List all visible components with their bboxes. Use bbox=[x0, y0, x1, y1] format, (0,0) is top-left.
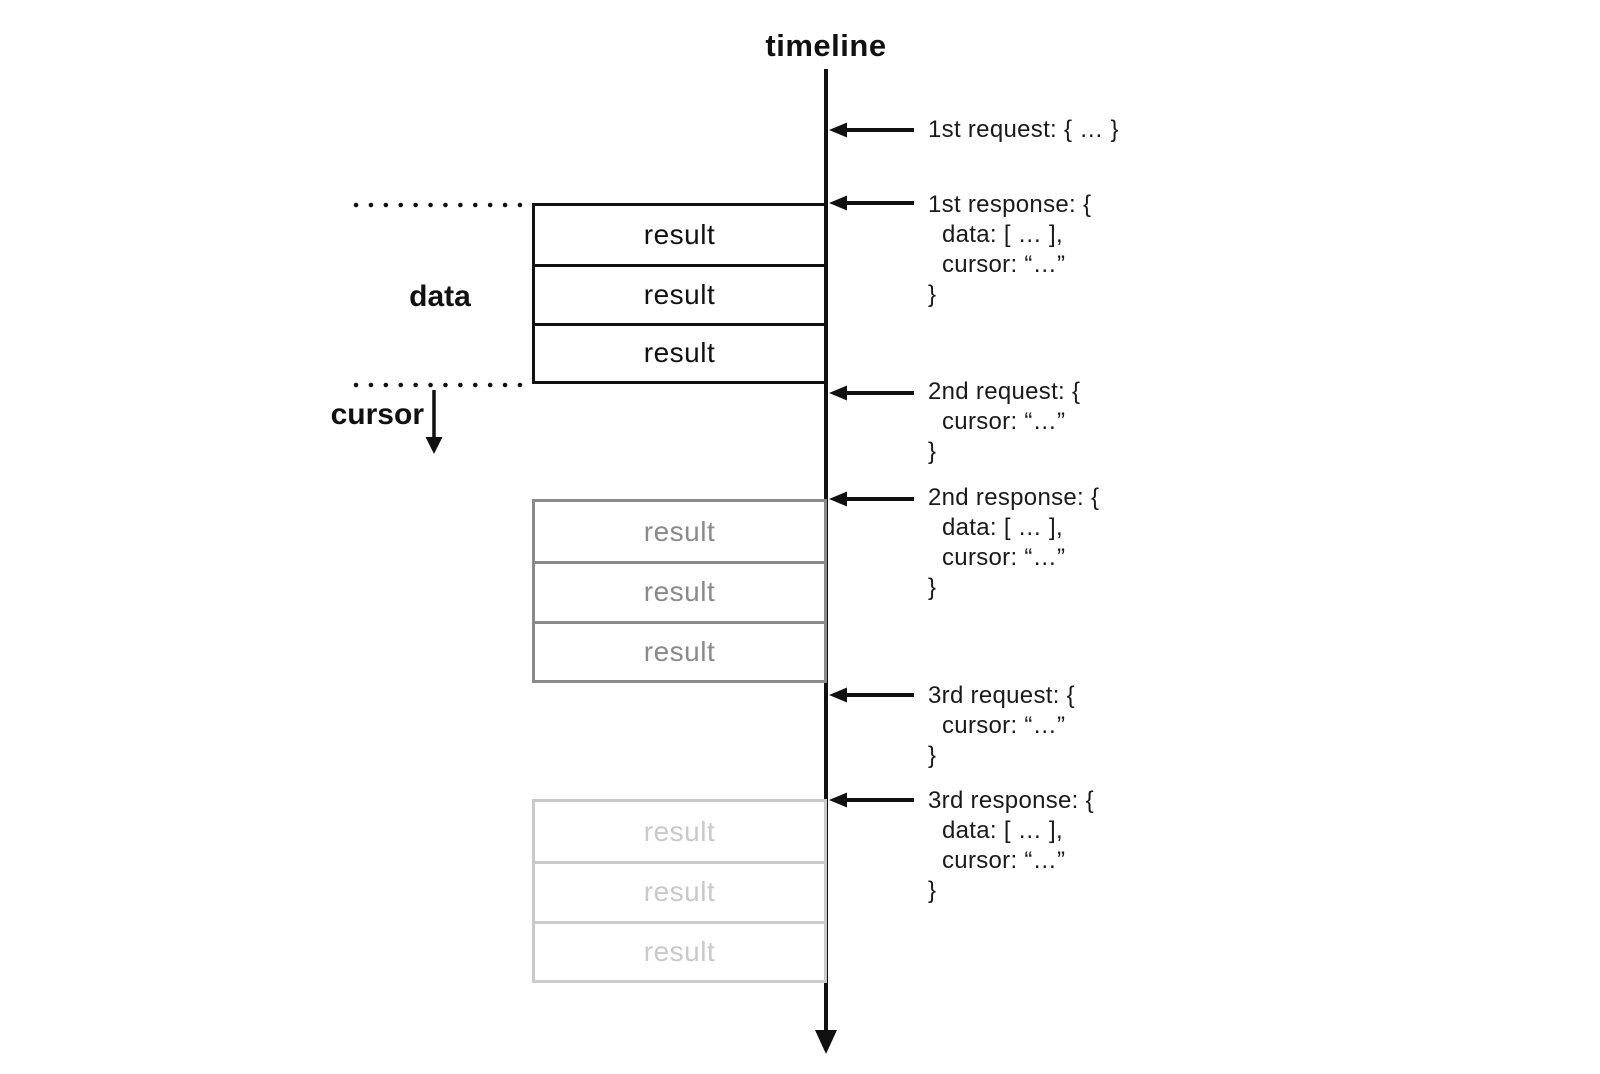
result-box: result bbox=[643, 219, 716, 251]
arrow-3rd-request bbox=[829, 687, 914, 703]
annotation-line: } bbox=[928, 438, 937, 465]
arrow-1st-response bbox=[829, 195, 914, 211]
left-arrowhead-icon bbox=[829, 792, 847, 808]
left-arrowhead-icon bbox=[829, 122, 847, 138]
annotation-3rd-request: 3rd request: { cursor: “…” } bbox=[928, 681, 1075, 771]
timeline-title: timeline bbox=[765, 28, 887, 63]
arrow-2nd-response bbox=[829, 491, 914, 507]
result-box: result bbox=[535, 322, 824, 381]
annotation-2nd-request: 2nd request: { cursor: “…” } bbox=[928, 377, 1080, 467]
annotation-3rd-response: 3rd response: { data: [ … ], cursor: “…”… bbox=[928, 786, 1094, 906]
cursor-arrow bbox=[425, 390, 443, 454]
result-box: result bbox=[535, 264, 824, 322]
arrow-1st-request bbox=[829, 122, 914, 138]
annotation-1st-response: 1st response: { data: [ … ], cursor: “…”… bbox=[928, 190, 1091, 310]
annotation-line: 1st request: { … } bbox=[928, 116, 1119, 143]
annotation-line: cursor: “…” bbox=[942, 847, 1066, 874]
annotation-line: 1st response: { bbox=[928, 191, 1092, 218]
left-arrowhead-icon bbox=[829, 195, 847, 211]
annotation-line: } bbox=[928, 877, 937, 904]
result-box: result bbox=[535, 561, 824, 620]
annotation-line: cursor: “…” bbox=[942, 251, 1066, 278]
annotation-line: } bbox=[928, 742, 937, 769]
annotation-line: 3rd response: { bbox=[928, 787, 1094, 814]
left-arrowhead-icon bbox=[829, 491, 847, 507]
annotation-line: cursor: “…” bbox=[942, 544, 1066, 571]
annotation-line: cursor: “…” bbox=[942, 408, 1066, 435]
timeline-arrowhead-icon bbox=[815, 1030, 837, 1054]
annotation-line: cursor: “…” bbox=[942, 712, 1066, 739]
result-box: result bbox=[535, 620, 824, 680]
data-label: data bbox=[409, 280, 471, 313]
arrow-3rd-response bbox=[829, 792, 914, 808]
annotation-2nd-response: 2nd response: { data: [ … ], cursor: “…”… bbox=[928, 483, 1099, 603]
result-group-third-page: result result result bbox=[532, 799, 827, 983]
annotation-line: } bbox=[928, 574, 937, 601]
annotation-line: data: [ … ], bbox=[942, 221, 1063, 248]
result-box: result bbox=[535, 861, 824, 920]
annotation-line: data: [ … ], bbox=[942, 514, 1063, 541]
annotation-line: 2nd response: { bbox=[928, 484, 1100, 511]
arrow-2nd-request bbox=[829, 385, 914, 401]
left-arrowhead-icon bbox=[829, 687, 847, 703]
annotation-line: } bbox=[928, 281, 937, 308]
annotation-line: 3rd request: { bbox=[928, 682, 1075, 709]
annotation-line: data: [ … ], bbox=[942, 817, 1063, 844]
result-group-second-page: result result result bbox=[532, 499, 827, 683]
annotation-1st-request: 1st request: { … } bbox=[928, 115, 1119, 145]
cursor-label: cursor bbox=[330, 398, 424, 431]
result-group-first-page: result result result bbox=[532, 203, 827, 384]
result-box: result bbox=[643, 515, 716, 547]
left-arrowhead-icon bbox=[829, 385, 847, 401]
annotation-line: 2nd request: { bbox=[928, 378, 1081, 405]
result-box: result bbox=[535, 920, 824, 980]
result-box: result bbox=[643, 815, 716, 847]
down-arrowhead-icon bbox=[425, 437, 443, 454]
